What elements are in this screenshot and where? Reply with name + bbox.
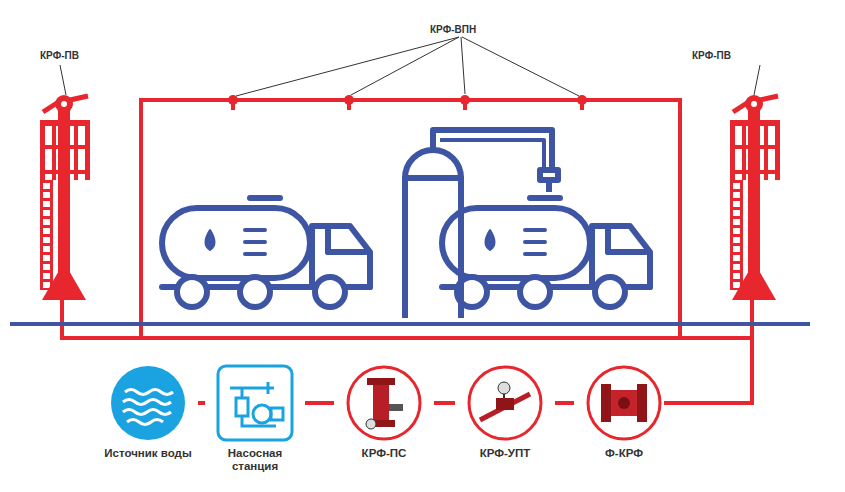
node-icon — [585, 364, 663, 442]
node-shape — [216, 364, 294, 442]
node-icon — [216, 364, 294, 442]
pipe-connector — [555, 401, 574, 405]
node-label: Насосная станция — [205, 447, 305, 473]
node-icon — [345, 364, 423, 442]
equipment-circle: Ф-КРФ — [574, 364, 674, 460]
node-shape — [585, 364, 663, 442]
callout-label: КРФ-ПВ — [38, 50, 81, 61]
equipment-circle: КРФ-ПС — [334, 364, 434, 460]
node-icon — [109, 364, 187, 442]
pump-station-node: Насосная станция — [205, 364, 305, 473]
node-shape — [345, 364, 423, 442]
equipment-circle: Источник воды — [98, 364, 198, 460]
node-label: Ф-КРФ — [574, 447, 674, 460]
node-icon — [466, 364, 544, 442]
pipe-connector — [305, 401, 334, 405]
pipe-connector — [434, 401, 455, 405]
node-label: КРФ-УПТ — [455, 447, 555, 460]
pipe-connector — [198, 401, 205, 405]
node-label: КРФ-ПС — [334, 447, 434, 460]
equipment-circle: КРФ-УПТ — [455, 364, 555, 460]
node-shape — [109, 364, 187, 442]
callout-label: КРФ-ВПН — [428, 24, 478, 35]
node-label: Источник воды — [98, 447, 198, 460]
callout-label: КРФ-ПВ — [690, 50, 733, 61]
node-shape — [466, 364, 544, 442]
